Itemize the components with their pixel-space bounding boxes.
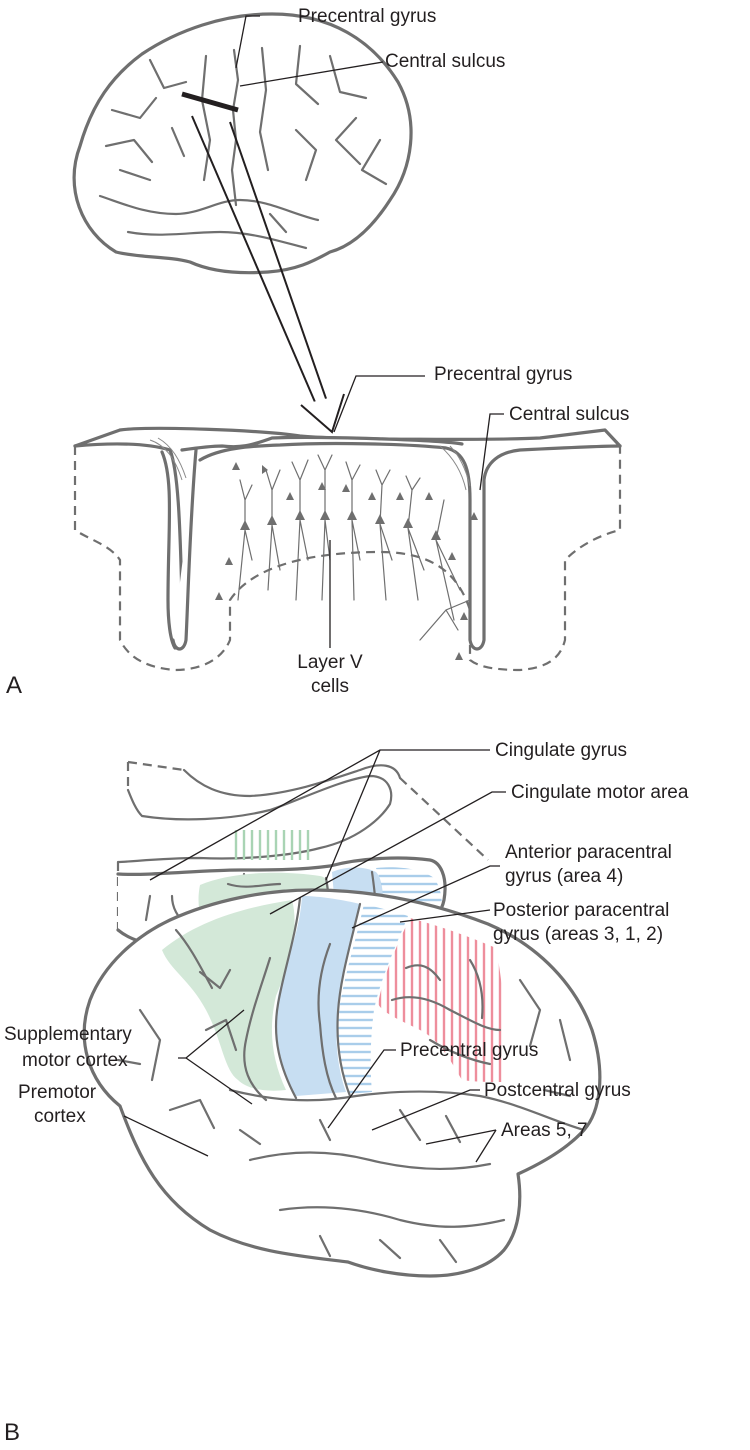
brain-lateral-small: [72, 12, 413, 275]
label-premotor-line1: Premotor: [18, 1082, 97, 1103]
label-precentral-gyrus-top: Precentral gyrus: [298, 6, 436, 27]
label-precentral-gyrus: Precentral gyrus: [400, 1040, 538, 1061]
label-layer-v-line1: Layer V: [297, 652, 363, 673]
label-layer-v-line2: cells: [311, 676, 349, 697]
label-cingulate-motor-area: Cingulate motor area: [511, 782, 689, 803]
areas-5-7-region: [378, 918, 506, 1082]
panel-a: Precentral gyrus Central sulcus Precentr…: [6, 6, 629, 699]
panel-letter-b: B: [4, 1419, 20, 1446]
label-supplementary-line2: motor cortex: [22, 1050, 128, 1071]
label-postcentral-gyrus: Postcentral gyrus: [484, 1080, 631, 1101]
layer-v-neurons: [215, 454, 478, 660]
cingulate-motor-area-hatch: [230, 830, 310, 860]
label-posterior-paracentral-line1: Posterior paracentral: [493, 900, 669, 921]
label-anterior-paracentral-line2: gyrus (area 4): [505, 866, 623, 887]
label-supplementary-line1: Supplementary: [4, 1024, 132, 1045]
label-premotor-line2: cortex: [34, 1106, 86, 1127]
postcentral-region: [338, 904, 408, 1094]
premotor-region: [162, 900, 295, 1091]
label-cingulate-gyrus: Cingulate gyrus: [495, 740, 627, 761]
label-areas-5-7: Areas 5, 7: [501, 1120, 588, 1141]
label-anterior-paracentral-line1: Anterior paracentral: [505, 842, 672, 863]
label-precentral-gyrus-section: Precentral gyrus: [434, 364, 572, 385]
panel-letter-a: A: [6, 672, 22, 699]
brain-lateral-large: [82, 888, 602, 1278]
label-central-sulcus-section: Central sulcus: [509, 404, 629, 425]
label-central-sulcus-top: Central sulcus: [385, 51, 505, 72]
panel-b: Cingulate gyrus Cingulate motor area Ant…: [4, 740, 689, 1446]
label-posterior-paracentral-line2: gyrus (areas 3, 1, 2): [493, 924, 663, 945]
cortical-section: [73, 426, 622, 672]
